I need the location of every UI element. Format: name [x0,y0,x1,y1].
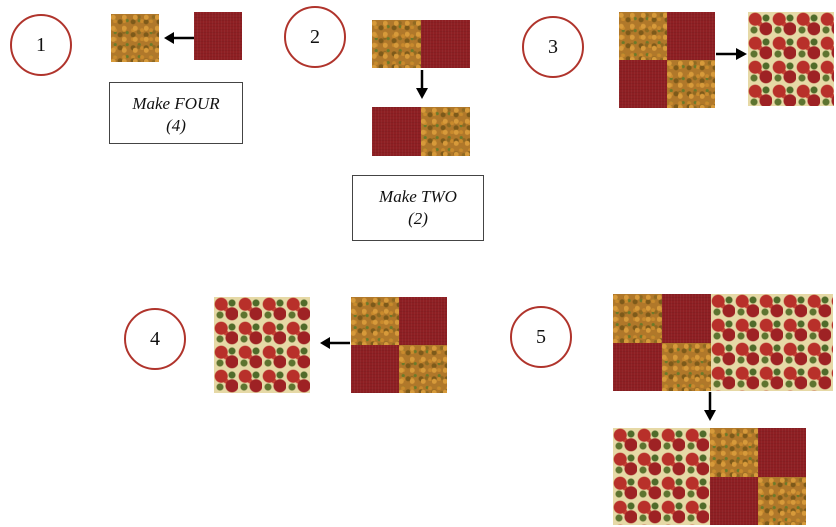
red-fabric-square [619,60,667,108]
red-fabric-square [399,297,447,345]
left-arrow-icon [164,32,194,44]
red-fabric-square [662,294,711,343]
right-arrow-icon [716,48,747,60]
floral-fabric-square [214,297,310,393]
red-fabric-square [758,428,806,477]
step-1-circle: 1 [10,14,72,76]
down-arrow-icon [416,70,428,99]
gold-fabric-square [372,20,421,68]
gold-fabric-square [710,428,758,477]
red-fabric-square [351,345,399,393]
gold-fabric-square [421,107,470,156]
step-3-circle: 3 [522,16,584,78]
step-1-instruction: Make FOUR (4) [109,82,243,144]
step-4-number: 4 [150,327,160,350]
step-2-circle: 2 [284,6,346,68]
left-arrow-icon [320,337,350,349]
gold-fabric-square [619,12,667,60]
step-2-instruction: Make TWO (2) [352,175,484,241]
step-2-number: 2 [310,25,320,48]
down-arrow-icon [704,392,716,421]
gold-fabric-square [111,14,159,62]
floral-fabric-square [711,294,833,391]
step-3-number: 3 [548,35,558,58]
red-fabric-square [421,20,470,68]
gold-fabric-square [613,294,662,343]
floral-fabric-square [613,428,710,525]
gold-fabric-square [351,297,399,345]
red-fabric-square [372,107,421,156]
step-4-circle: 4 [124,308,186,370]
gold-fabric-square [667,60,715,108]
gold-fabric-square [399,345,447,393]
gold-fabric-square [758,477,806,525]
red-fabric-square [667,12,715,60]
gold-fabric-square [662,343,711,391]
red-fabric-square [710,477,758,525]
step-5-number: 5 [536,325,546,348]
red-fabric-square [613,343,662,391]
step-5-circle: 5 [510,306,572,368]
red-fabric-square [194,12,242,60]
step-1-number: 1 [36,33,46,56]
floral-fabric-square [748,12,834,106]
